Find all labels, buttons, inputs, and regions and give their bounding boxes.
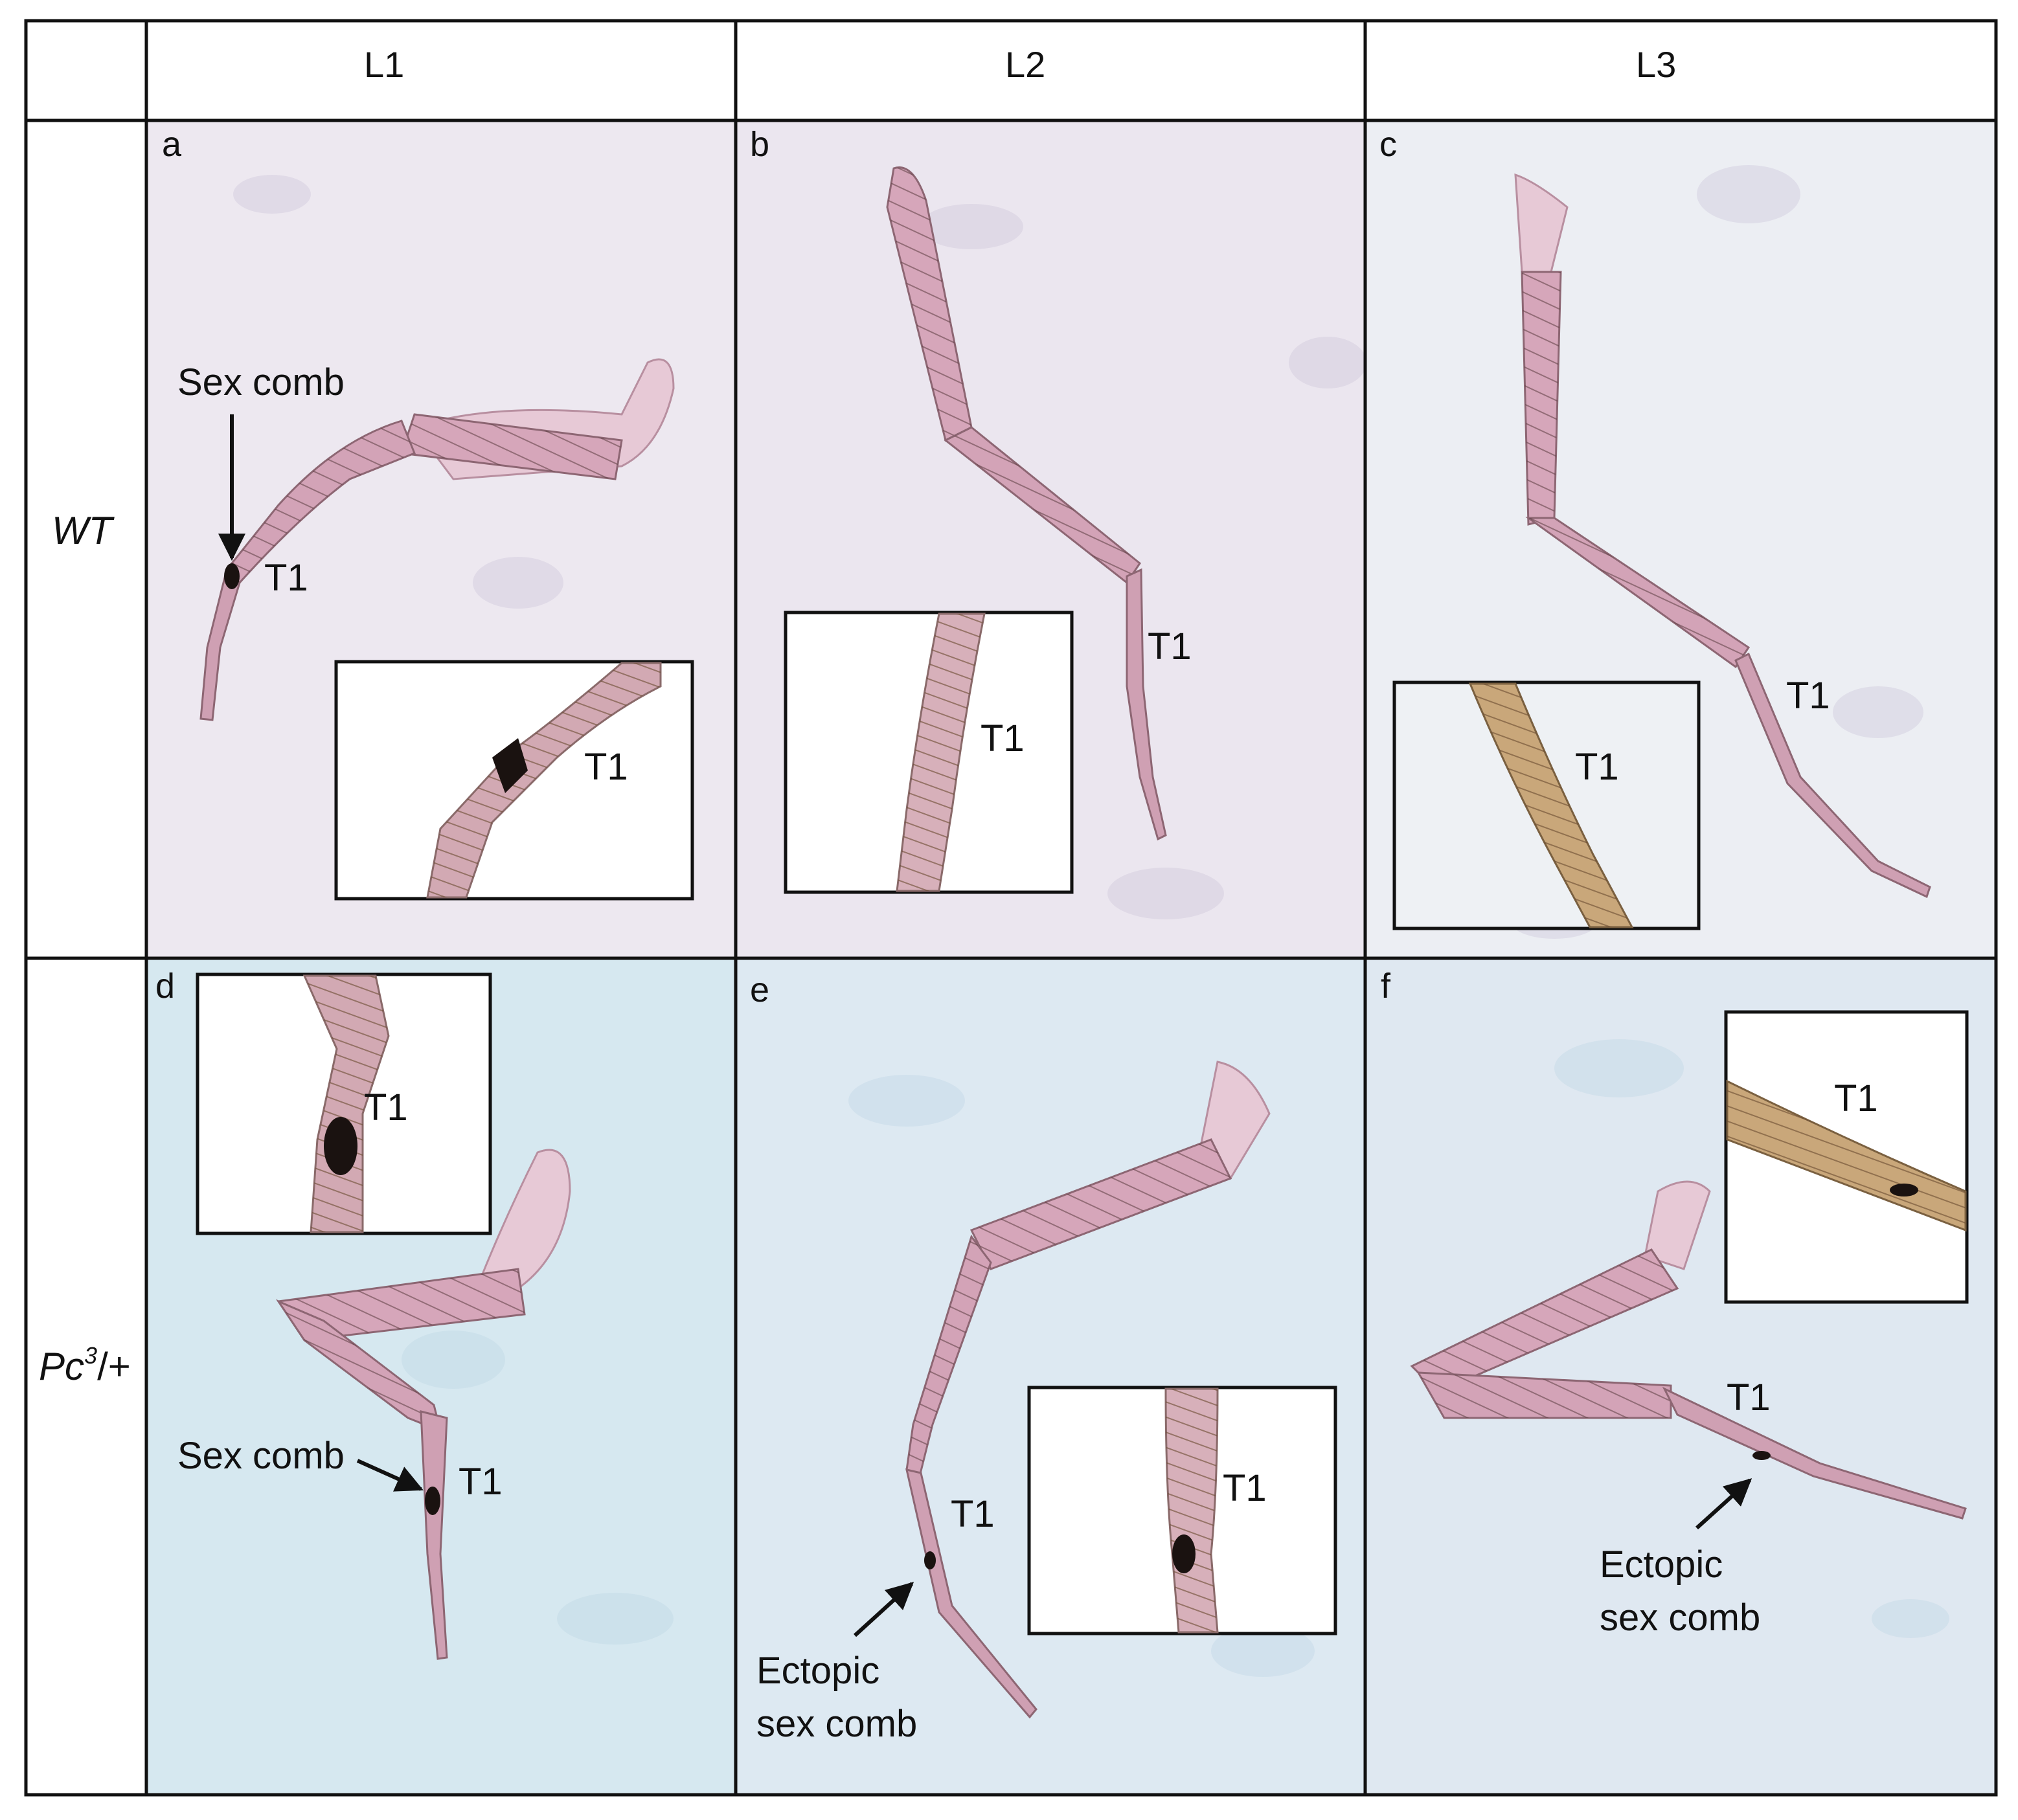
panel-c-inset-leg	[1468, 682, 1634, 928]
annotation-arrows	[218, 414, 1752, 1637]
panel-e-t1-label: T1	[951, 1493, 995, 1535]
panel-e-inset-t1-label: T1	[1223, 1467, 1267, 1509]
panel-e-inset-leg	[1164, 1387, 1219, 1634]
panel-f-leg	[1410, 1180, 1967, 1520]
panel-b-t1-label: T1	[1148, 625, 1192, 668]
panel-a-leg	[199, 358, 675, 721]
panel-e-leg	[905, 1061, 1271, 1719]
arrow-e-ectopic	[853, 1582, 914, 1637]
panel-letter-b: b	[750, 125, 770, 164]
panel-e-ectopic-label-line2: sex comb	[756, 1703, 918, 1745]
arrow-d-sex-comb	[356, 1459, 424, 1492]
column-header-l2: L2	[1005, 44, 1046, 85]
panel-c-inset-t1-label: T1	[1575, 746, 1619, 788]
column-header-l1: L1	[364, 44, 405, 85]
panel-f-inset-t1-label: T1	[1834, 1077, 1878, 1119]
panel-a-t1-label: T1	[264, 557, 308, 599]
panel-d-inset-t1-label: T1	[364, 1086, 408, 1129]
panel-d-sex-comb-label: Sex comb	[177, 1435, 345, 1477]
panel-c-leg	[1514, 173, 1931, 899]
column-header-l3: L3	[1636, 44, 1677, 85]
panel-letter-f: f	[1381, 967, 1391, 1005]
row-header-pc3-rest: /+	[97, 1345, 131, 1388]
panel-b-leg	[886, 166, 1167, 841]
panel-d-leg	[275, 1149, 571, 1660]
panel-f-inset-leg	[1726, 1079, 1967, 1232]
sex-comb-marker	[224, 563, 240, 589]
panel-f-ectopic-label-line2: sex comb	[1600, 1597, 1761, 1639]
sex-comb-marker	[425, 1487, 440, 1515]
panel-d-t1-label: T1	[459, 1461, 503, 1503]
panel-letter-a: a	[162, 125, 182, 164]
row-header-pc3: Pc3/+	[39, 1344, 131, 1388]
panel-letter-c: c	[1379, 125, 1397, 164]
row-header-pc3-superscript: 3	[84, 1342, 98, 1369]
panel-a-inset-t1-label: T1	[584, 746, 628, 788]
panel-a-sex-comb-label: Sex comb	[177, 361, 345, 403]
ectopic-sex-comb-marker	[1752, 1451, 1771, 1460]
arrow-f-ectopic	[1695, 1478, 1752, 1530]
panel-e-ectopic-label-line1: Ectopic	[756, 1650, 880, 1692]
row-header-wt: WT	[52, 509, 113, 552]
table-grid	[24, 19, 1998, 1797]
row-header-pc3-base: Pc	[39, 1345, 85, 1388]
panel-b-inset-t1-label: T1	[981, 717, 1025, 759]
panel-a-inset-leg	[426, 662, 662, 899]
panel-letter-e: e	[750, 971, 770, 1009]
ectopic-sex-comb-marker	[924, 1551, 936, 1569]
panel-c-t1-label: T1	[1786, 675, 1830, 717]
panel-f-t1-label: T1	[1727, 1376, 1771, 1419]
panel-letter-d: d	[155, 967, 176, 1005]
panel-b-inset-leg	[896, 612, 986, 892]
panel-d-inset-leg	[302, 974, 390, 1233]
panel-f-ectopic-label-line1: Ectopic	[1600, 1544, 1723, 1586]
